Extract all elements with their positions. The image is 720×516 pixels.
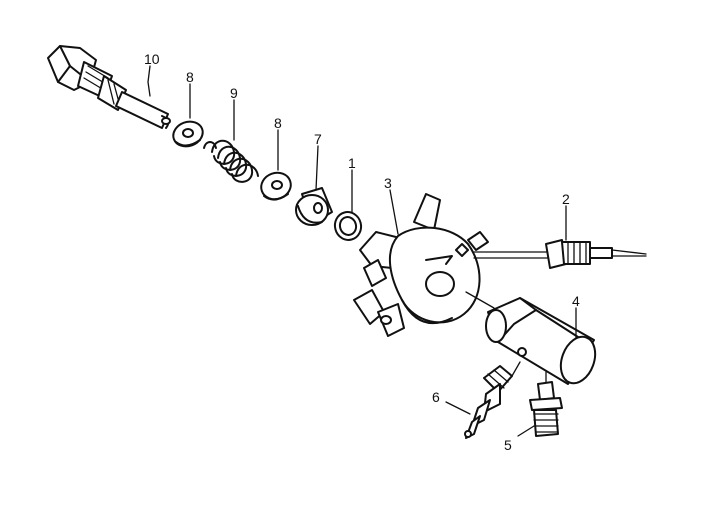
part-6-hose-barb xyxy=(464,361,521,439)
part-2-probe xyxy=(473,239,647,269)
part-8-washer-right xyxy=(260,171,292,201)
part-3-housing xyxy=(353,193,489,337)
part-1-o-ring xyxy=(333,211,363,241)
callout-label-2: 2 xyxy=(562,191,570,207)
callout-label-7: 7 xyxy=(314,131,322,147)
part-10-nozzle-stem xyxy=(47,45,171,129)
callout-labels: 10 8 9 8 7 1 3 2 4 6 5 xyxy=(144,51,580,453)
callout-label-4: 4 xyxy=(572,293,580,309)
callout-label-10: 10 xyxy=(144,51,160,67)
leader-lines xyxy=(147,65,577,437)
callout-label-3: 3 xyxy=(384,175,392,191)
callout-label-5: 5 xyxy=(504,437,512,453)
part-7-cylinder xyxy=(295,187,333,226)
callout-label-1: 1 xyxy=(348,155,356,171)
part-4-hex-body xyxy=(465,291,597,385)
callout-label-8-right: 8 xyxy=(274,115,282,131)
part-9-spring xyxy=(203,139,259,183)
callout-label-8-left: 8 xyxy=(186,69,194,85)
callout-label-6: 6 xyxy=(432,389,440,405)
part-8-washer-left xyxy=(172,120,204,148)
callout-label-9: 9 xyxy=(230,85,238,101)
part-5-threaded-fitting xyxy=(529,371,563,437)
